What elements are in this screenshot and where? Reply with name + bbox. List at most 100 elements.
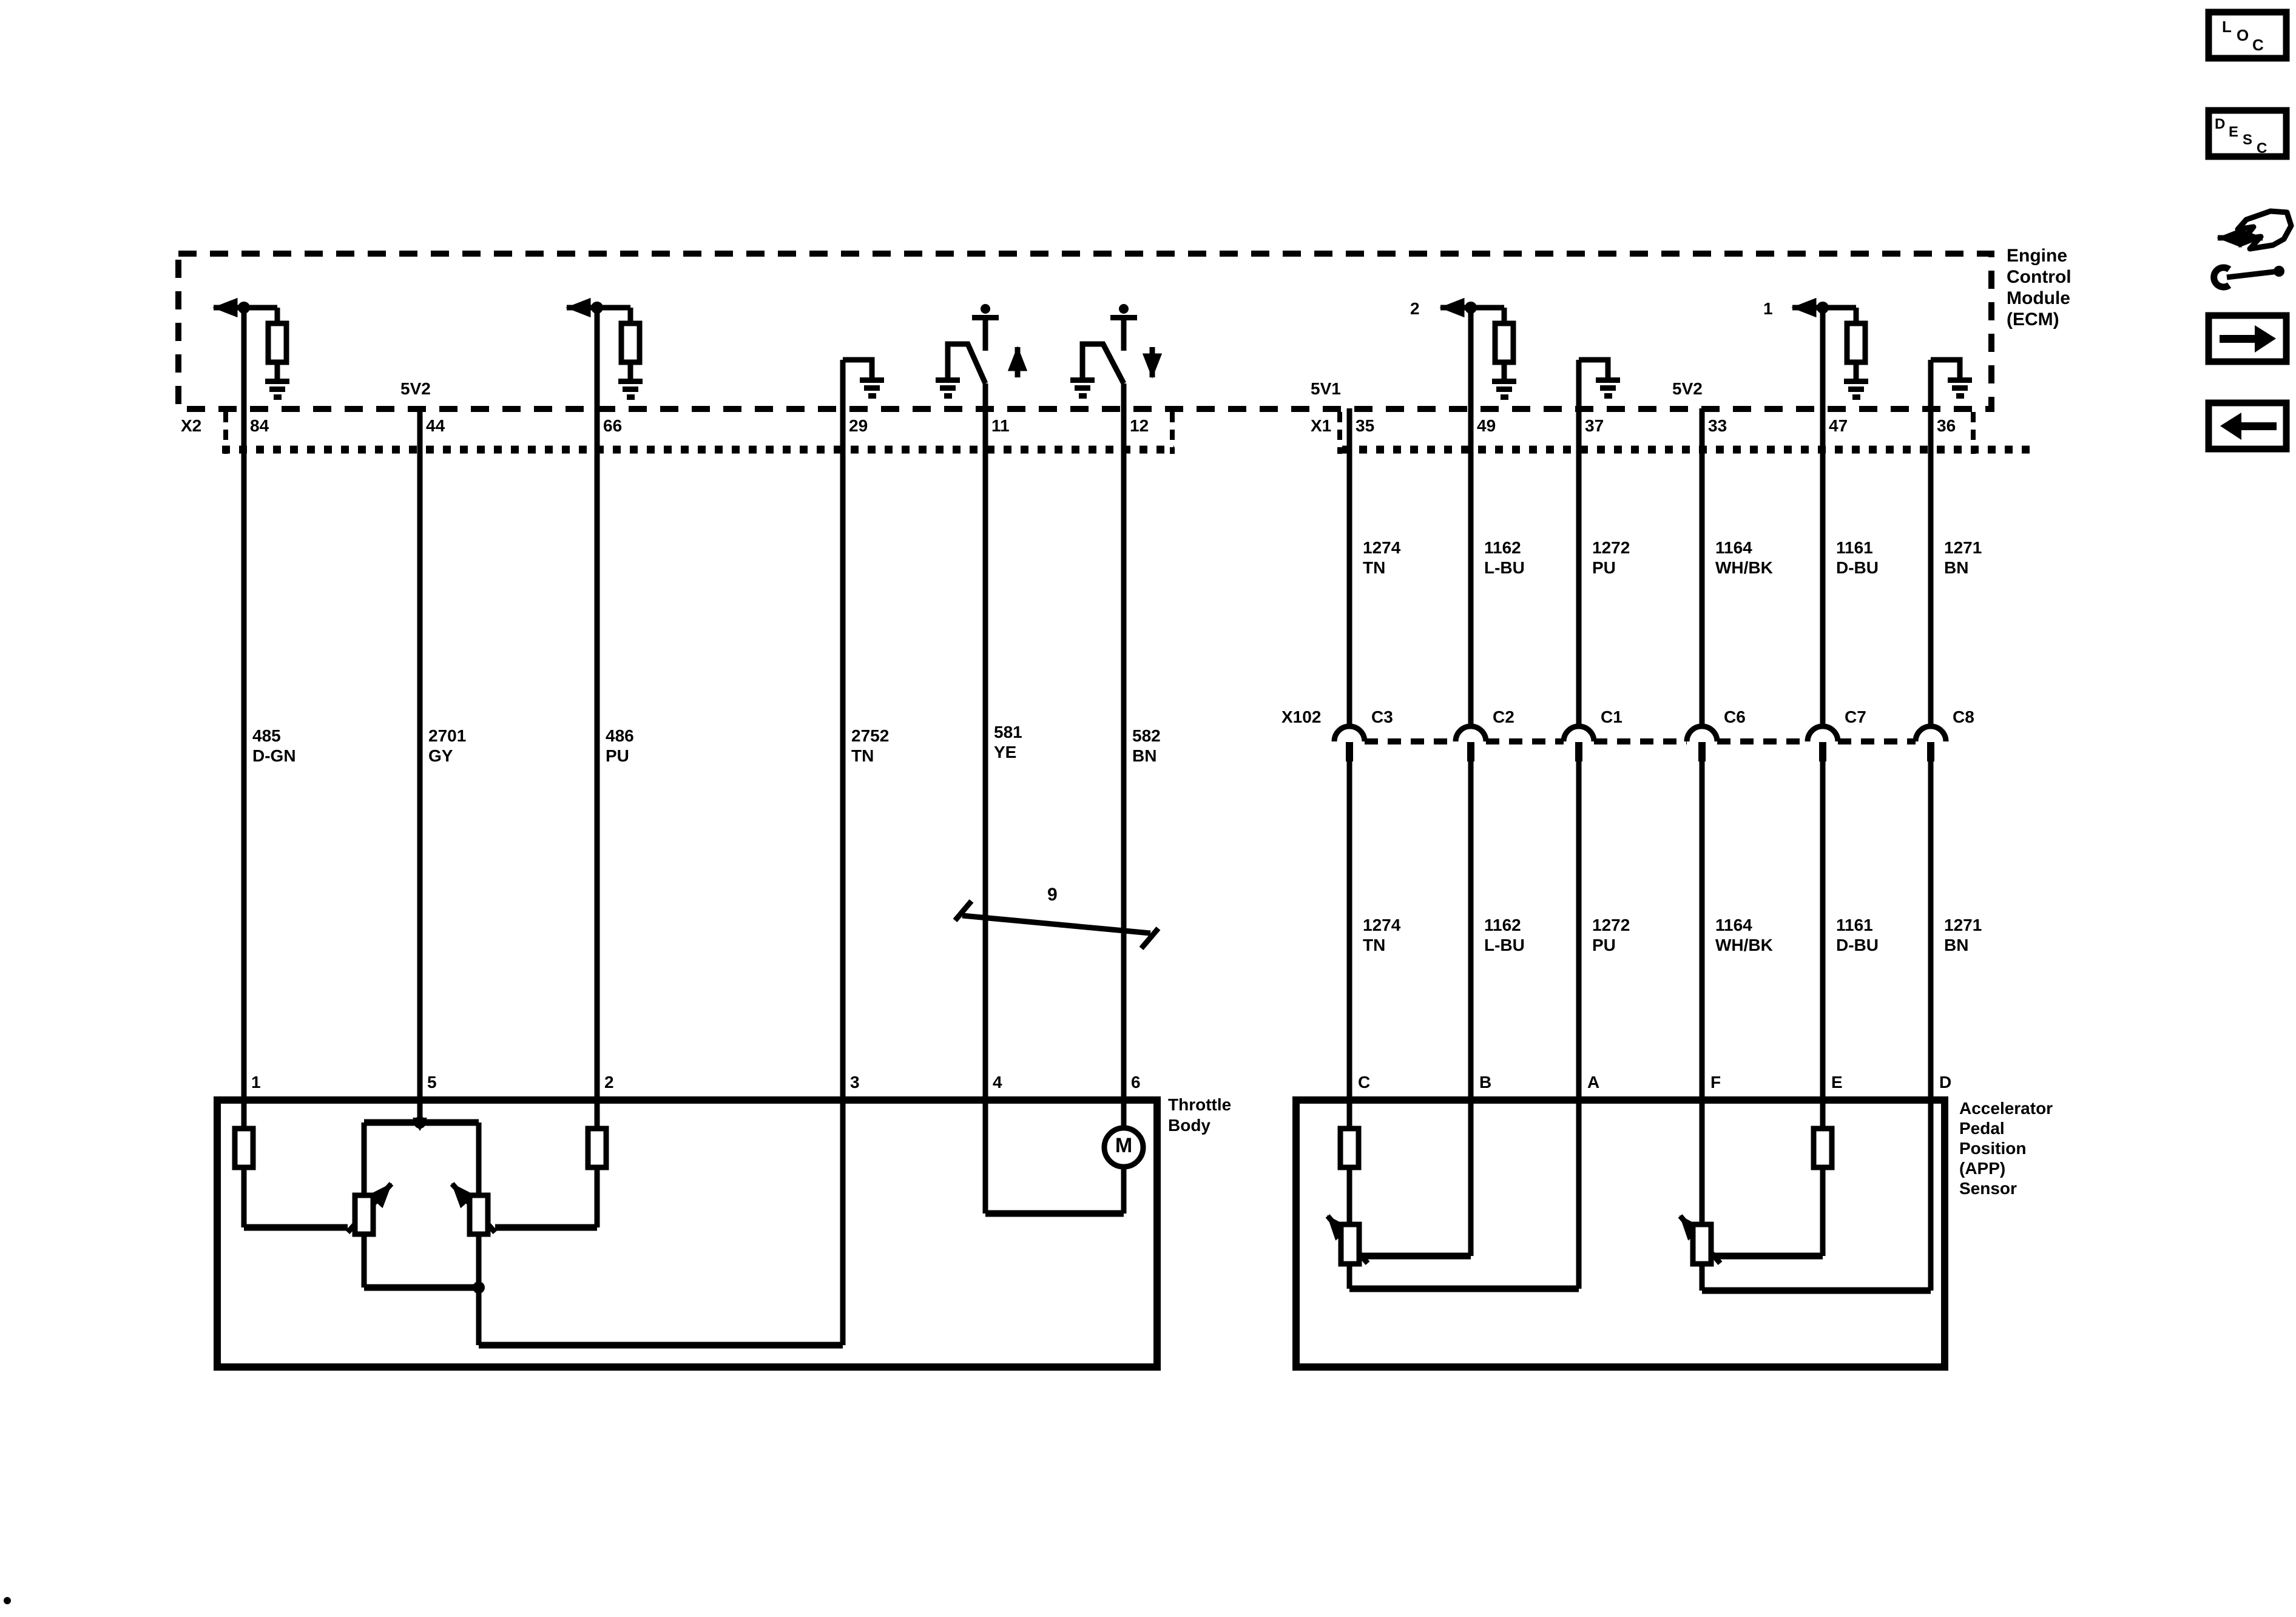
resistor-symbol (265, 320, 289, 365)
potentiometer-wiper (352, 1192, 376, 1237)
adjust-hand-wrench-icon (2210, 208, 2294, 291)
app-pin-label: A (1587, 1073, 1600, 1092)
potentiometer-wiper (1338, 1221, 1362, 1267)
back-arrow-icon (2241, 422, 2277, 430)
throttle-body-box (214, 1096, 1161, 1371)
ecm-internal-symbols (212, 297, 1963, 385)
throttle-body-title: Throttle Body (1168, 1095, 1232, 1135)
motor-symbol (1101, 1125, 1146, 1170)
potentiometer-wiper (1690, 1221, 1714, 1267)
connector-label-x102: X102 (1281, 707, 1322, 726)
ref-label-5v2-left: 5V2 (400, 379, 431, 398)
forward-arrow-icon (2220, 335, 2255, 343)
back-button[interactable] (2209, 403, 2286, 449)
resistor-symbol (585, 1126, 609, 1170)
ecm-pin-label: 66 (603, 416, 623, 435)
resistor-symbol (1337, 1126, 1362, 1170)
circuit-wires (241, 308, 1934, 1345)
x102-cavity-label: C1 (1601, 707, 1622, 726)
resistor-symbol (232, 1126, 256, 1170)
ecm-pin-label: 12 (1130, 416, 1149, 435)
tb-pin-label: 4 (993, 1073, 1002, 1092)
ground-symbols (265, 377, 1972, 400)
ecm-pin-label: 37 (1585, 416, 1604, 435)
connector-label-x2: X2 (181, 416, 202, 435)
x102-cavity-label: C7 (1845, 707, 1866, 726)
ref-label-5v2-right: 5V2 (1672, 379, 1703, 398)
desc-button-box (2205, 107, 2290, 160)
ecm-box (175, 251, 2033, 454)
desc-letter: D (2215, 116, 2226, 132)
app-sensor-box (1292, 1096, 1948, 1371)
tb-pin-label: 2 (604, 1073, 614, 1092)
ecm-pin-label: 44 (426, 416, 445, 435)
app-pin-label: E (1831, 1073, 1843, 1092)
ecm-pin-label: 84 (250, 416, 269, 435)
tb-pin-label: 1 (251, 1073, 261, 1092)
loc-button-box (2205, 8, 2290, 62)
resistor-symbol (1844, 320, 1868, 365)
forward-button-box (2205, 312, 2290, 365)
adjust-button[interactable] (2209, 206, 2296, 291)
connector-label-x1: X1 (1311, 416, 1332, 435)
ref-label-5v1: 5V1 (1311, 379, 1341, 398)
app-pin-label: D (1939, 1073, 1952, 1092)
resistor-symbol (1811, 1126, 1835, 1170)
driver-terminal-label: 1 (1763, 299, 1773, 318)
ecm-pin-label: 49 (1477, 416, 1496, 435)
ecm-pin-label: 36 (1937, 416, 1956, 435)
app-pin-label: F (1710, 1073, 1721, 1092)
driver-terminal-label: 2 (1410, 299, 1420, 318)
ecm-title: Engine Control Module (ECM) (2007, 246, 2071, 329)
resistor-symbol (618, 320, 643, 365)
harness-marker (953, 899, 1161, 950)
x102-cavity-label: C3 (1371, 707, 1393, 726)
potentiometer-wiper (467, 1192, 491, 1237)
ecm-pin-label: 35 (1356, 416, 1375, 435)
loc-letter: O (2237, 26, 2249, 44)
back-button-box (2205, 399, 2290, 453)
forward-button[interactable] (2209, 316, 2286, 362)
x102-connector (1331, 723, 1949, 761)
loc-letter: L (2222, 18, 2232, 36)
loc-letter: C (2252, 36, 2264, 54)
switch-symbol (945, 304, 1028, 385)
ecm-pin-label: 29 (849, 416, 868, 435)
app-pin-label: B (1479, 1073, 1492, 1092)
motor-label: M (1115, 1134, 1133, 1157)
resistor-symbol (1492, 320, 1516, 365)
tb-pin-label: 3 (850, 1073, 860, 1092)
tb-pin-label: 6 (1131, 1073, 1141, 1092)
switch-symbol (1079, 304, 1163, 385)
ecm-pin-label: 47 (1829, 416, 1848, 435)
app-sensor-title: Accelerator Pedal Position (APP) Sensor (1959, 1099, 2053, 1198)
harness-marker-label: 9 (1047, 885, 1058, 905)
desc-letter: S (2243, 132, 2253, 148)
ecm-pin-label: 33 (1708, 416, 1727, 435)
desc-letter: C (2257, 140, 2267, 157)
x102-cavity-label: C6 (1724, 707, 1746, 726)
desc-letter: E (2229, 124, 2239, 140)
x102-cavity-label: C2 (1493, 707, 1514, 726)
x102-cavity-label: C8 (1953, 707, 1974, 726)
icon-panel (2205, 8, 2294, 453)
app-pin-label: C (1358, 1073, 1371, 1092)
